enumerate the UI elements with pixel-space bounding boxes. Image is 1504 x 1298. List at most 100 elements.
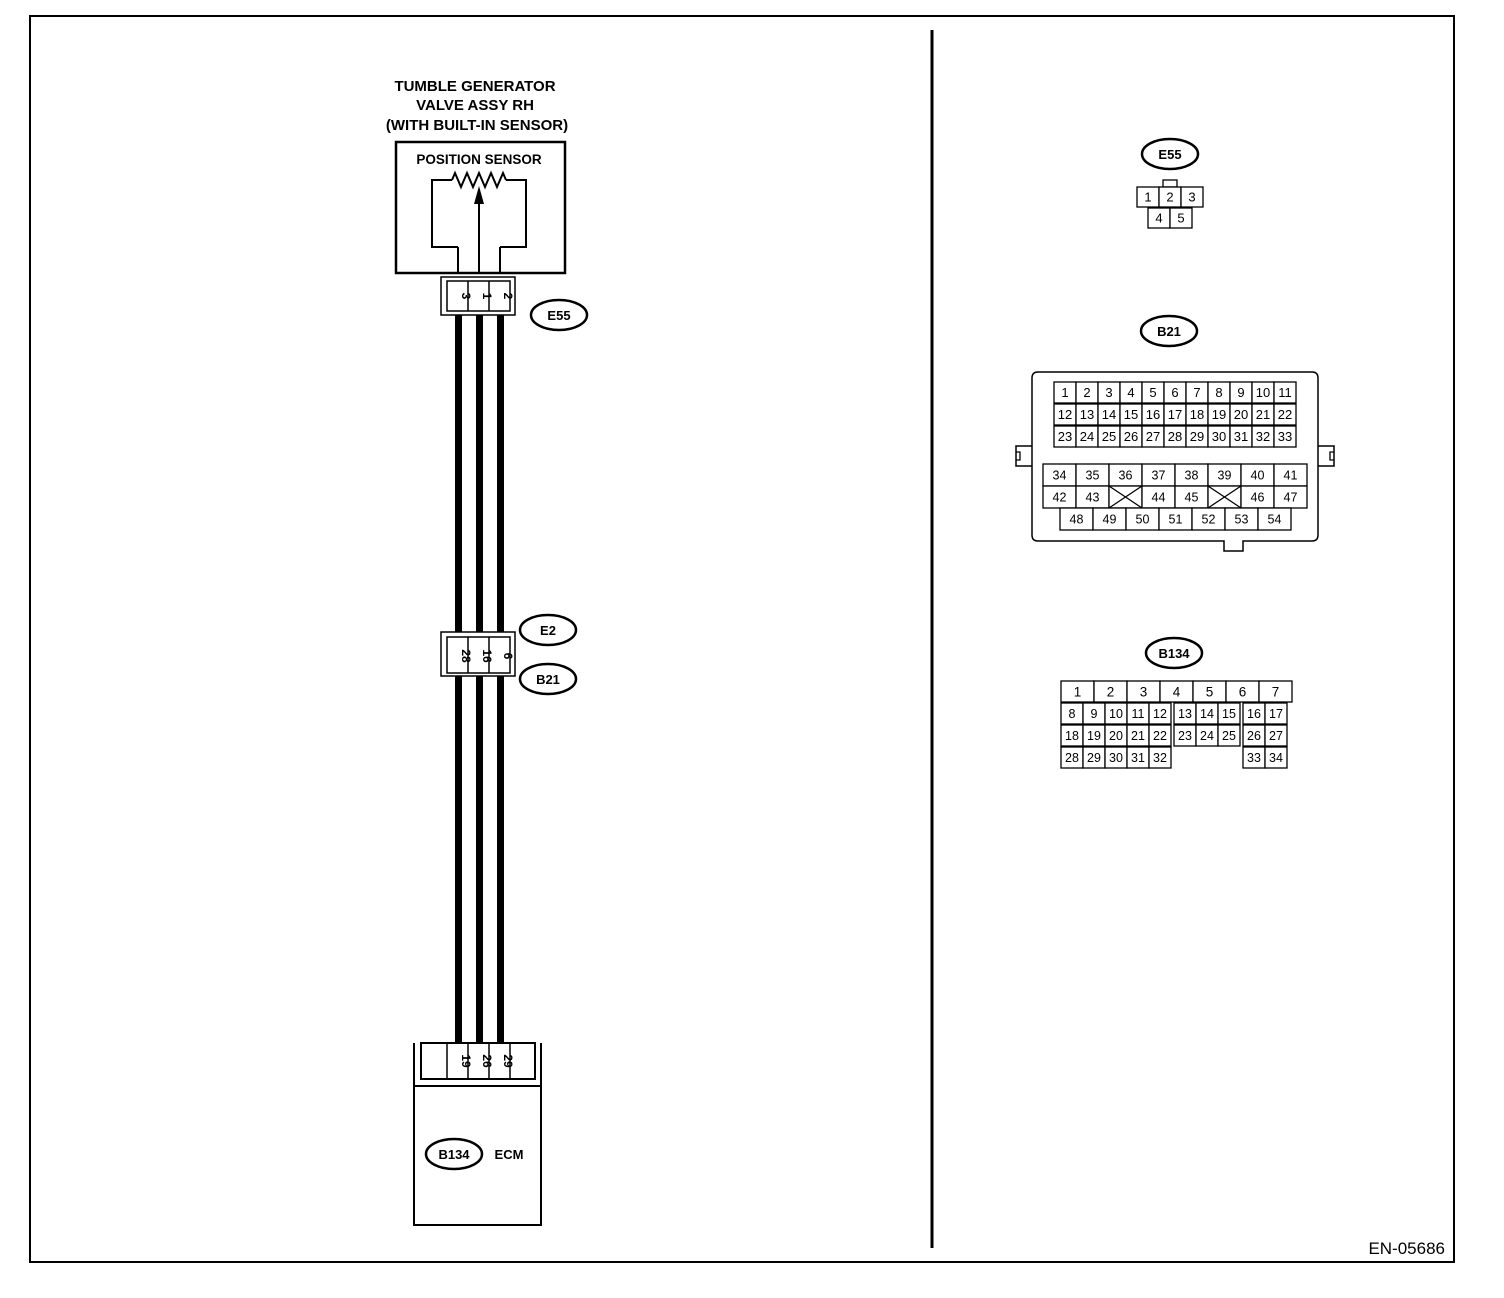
- pin-number: 9: [1237, 385, 1244, 400]
- pin-number: 15: [1222, 707, 1236, 721]
- pin-number: 46: [1251, 491, 1265, 505]
- b21-pin-6: 6: [501, 653, 515, 660]
- pin-number: 11: [1132, 707, 1145, 721]
- pin-number: 22: [1153, 729, 1167, 743]
- pin-cell: [1148, 746, 1172, 769]
- pin-number: 35: [1086, 469, 1100, 483]
- pin-cell: [1217, 724, 1241, 747]
- pin-number: 1: [1074, 684, 1082, 699]
- pin-number: 13: [1178, 707, 1192, 721]
- ecm-label: ECM: [495, 1147, 524, 1162]
- pin-number: 30: [1212, 429, 1226, 444]
- pin-number: 24: [1200, 729, 1214, 743]
- pin-number: 32: [1153, 751, 1167, 765]
- pin-number: 9: [1091, 707, 1098, 721]
- pin-number: 25: [1222, 729, 1236, 743]
- pin-number: 2: [1107, 684, 1115, 699]
- pin-number: 38: [1185, 469, 1199, 483]
- b21-face-tag-label: B21: [1157, 324, 1181, 339]
- unused-pin-mark: [1207, 485, 1242, 509]
- pin-cell: [1148, 724, 1172, 747]
- pin-number: 23: [1178, 729, 1192, 743]
- pin-number: 1: [1061, 385, 1068, 400]
- connector-e55-body: [446, 280, 511, 312]
- pin-cell: [1169, 207, 1193, 229]
- pin-number: 47: [1284, 491, 1298, 505]
- b21-tag-label: B21: [536, 672, 560, 687]
- b21-face-left-latch-inner: [1016, 451, 1021, 461]
- pin-number: 8: [1069, 707, 1076, 721]
- b21-face-right-latch: [1318, 445, 1335, 467]
- pin-cell: [1264, 724, 1288, 747]
- e2-tag-label: E2: [540, 623, 556, 638]
- unused-pin-mark: [1108, 485, 1143, 509]
- pin-number: 32: [1256, 429, 1270, 444]
- pin-cell: [1257, 507, 1292, 531]
- ecm-pin-29: 29: [501, 1054, 515, 1068]
- connector-e2-b21-body: [446, 636, 511, 674]
- pin-number: 4: [1155, 211, 1162, 226]
- pin-cell: [1148, 702, 1172, 725]
- pin-number: 29: [1190, 429, 1204, 444]
- b21-face-left-latch: [1015, 445, 1032, 467]
- pin-number: 1: [1144, 190, 1151, 205]
- pin-number: 19: [1087, 729, 1101, 743]
- pin-cell: [1180, 186, 1204, 208]
- e55-face-tag: [1140, 137, 1200, 171]
- wire-3-lower: [497, 674, 504, 1044]
- pin-number: 12: [1058, 407, 1072, 422]
- wire-2-upper: [476, 314, 483, 634]
- pin-number: 37: [1152, 469, 1166, 483]
- ecm-unit: 19 26 29 B134 ECM: [413, 1042, 542, 1226]
- pin-number: 16: [1247, 707, 1261, 721]
- outer-frame: [29, 15, 1455, 1263]
- pin-number: 34: [1053, 469, 1067, 483]
- pin-number: 5: [1206, 684, 1214, 699]
- pin-number: 13: [1080, 407, 1094, 422]
- component-title-line-2: VALVE ASSY RH: [416, 97, 534, 114]
- pin-number: 7: [1272, 684, 1280, 699]
- pin-number: 28: [1168, 429, 1182, 444]
- pin-number: 29: [1087, 751, 1101, 765]
- pin-number: 5: [1149, 385, 1156, 400]
- pin-number: 23: [1058, 429, 1072, 444]
- pin-number: 20: [1234, 407, 1248, 422]
- position-sensor-box: POSITION SENSOR: [394, 140, 567, 275]
- pin-number: 6: [1171, 385, 1178, 400]
- b21-tag: [518, 662, 578, 696]
- pin-number: 20: [1109, 729, 1123, 743]
- pin-number: 3: [1105, 385, 1112, 400]
- pin-number: 15: [1124, 407, 1138, 422]
- pin-number: 26: [1124, 429, 1138, 444]
- pin-number: 39: [1218, 469, 1232, 483]
- pin-number: 42: [1053, 491, 1067, 505]
- pin-number: 4: [1127, 385, 1134, 400]
- pin-number: 28: [1065, 751, 1079, 765]
- pin-number: 52: [1202, 513, 1216, 527]
- pin-number: 31: [1131, 751, 1145, 765]
- pin-number: 53: [1235, 513, 1249, 527]
- wire-1-upper: [455, 314, 462, 634]
- pin-cell: [1258, 680, 1293, 703]
- pin-number: 16: [1146, 407, 1160, 422]
- pin-number: 33: [1278, 429, 1292, 444]
- pin-number: 24: [1080, 429, 1094, 444]
- pin-number: 40: [1251, 469, 1265, 483]
- e55-face-tag-label: E55: [1158, 147, 1181, 162]
- pin-number: 14: [1102, 407, 1116, 422]
- pin-number: 44: [1152, 491, 1166, 505]
- pin-number: 10: [1109, 707, 1123, 721]
- pin-number: 7: [1193, 385, 1200, 400]
- pin-number: 18: [1190, 407, 1204, 422]
- connector-e55-top: 3 1 2 E55: [440, 276, 589, 332]
- pin-number: 8: [1215, 385, 1222, 400]
- b134-tag: [424, 1137, 484, 1171]
- b134-face-tag: [1144, 636, 1204, 670]
- ecm-pin-26: 26: [480, 1054, 494, 1068]
- connector-e2-b21: 28 16 6 E2 B21: [440, 613, 578, 696]
- pin-cell: [1273, 381, 1297, 404]
- e55-face-key: [1162, 179, 1178, 188]
